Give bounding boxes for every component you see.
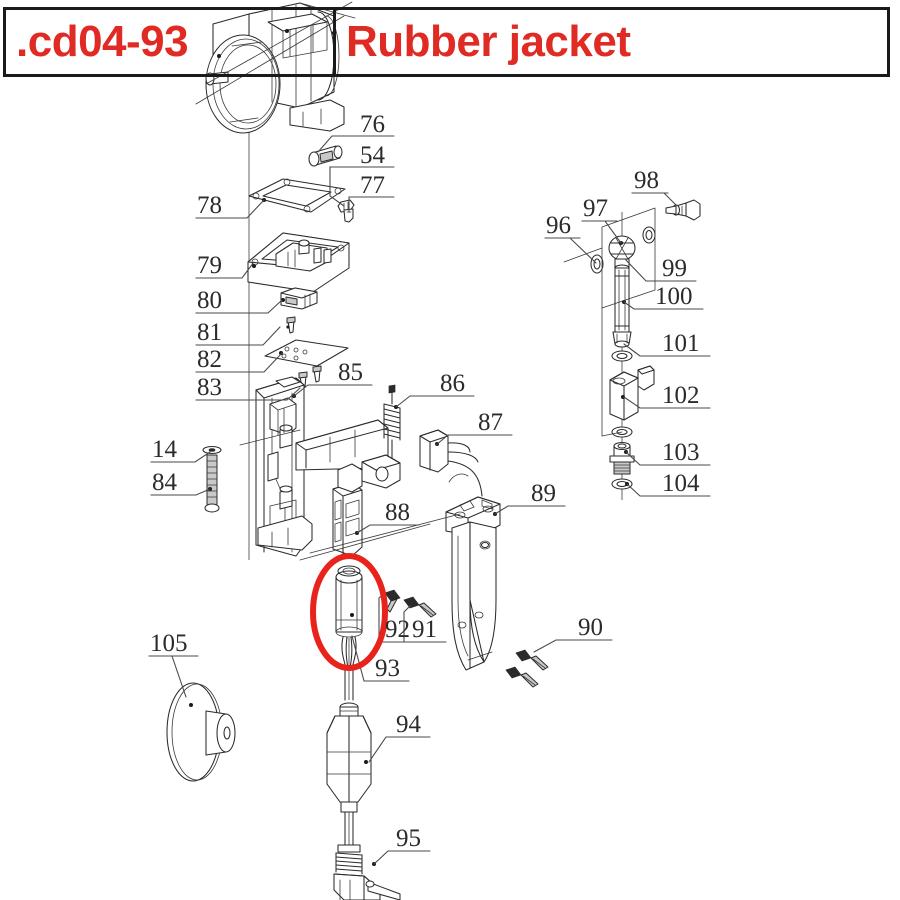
callout-number-102: 102 (662, 382, 700, 409)
motor-housing-assembly (195, 1, 356, 134)
part-99-seal-washer-b (642, 226, 656, 244)
callout-number-90: 90 (578, 614, 603, 641)
part-76-cable-bushing (308, 145, 343, 167)
callout-number-93: 93 (375, 655, 400, 682)
leader-line-87 (435, 434, 477, 446)
callout-number-95: 95 (396, 825, 421, 852)
callout-number-105: 105 (150, 630, 188, 657)
callout-number-104: 104 (662, 470, 700, 497)
leader-line-98 (631, 192, 677, 206)
leader-line-104 (626, 483, 662, 497)
projection-lines (563, 207, 656, 437)
leader-line-95 (373, 850, 396, 865)
callout-number-85: 85 (338, 359, 363, 386)
part-90-screw-pair (505, 649, 549, 688)
part-screw-lower (312, 365, 322, 383)
leader-line-102 (623, 396, 662, 409)
callout-number-101: 101 (662, 330, 700, 357)
callout-number-92: 92 (385, 616, 410, 643)
leader-line-76 (317, 135, 357, 153)
washer-below-101 (611, 350, 633, 362)
callout-number-103: 103 (662, 439, 700, 466)
leader-line-86 (395, 395, 439, 408)
leader-line-90 (533, 639, 577, 653)
leader-line-100 (623, 301, 655, 310)
callout-number-89: 89 (531, 480, 556, 507)
leader-line-77 (348, 196, 357, 213)
callout-number-91: 91 (412, 616, 437, 643)
part-85-handle-housing-left (255, 376, 389, 557)
part-101-collar-nut (612, 331, 632, 348)
callout-number-78: 78 (197, 192, 222, 219)
callout-number-79: 79 (197, 252, 222, 279)
callout-number-76: 76 (360, 111, 385, 138)
part-100-valve-stem (614, 267, 630, 333)
part-14-flat-washer (202, 445, 222, 455)
callout-number-54: 54 (360, 142, 385, 169)
callout-number-88: 88 (385, 499, 410, 526)
part-94-cord-grip-body (326, 702, 372, 846)
part-97-tee-fitting (608, 235, 636, 272)
leader-line-94 (368, 736, 396, 763)
callout-number-83: 83 (197, 374, 222, 401)
part-79-electronics-housing (247, 232, 350, 293)
callout-number-97: 97 (583, 195, 608, 222)
leader-line-54 (329, 166, 357, 207)
part-88-switch-module (332, 454, 401, 557)
part-80-terminal-block (280, 287, 318, 310)
callout-number-96: 96 (546, 212, 571, 239)
callout-number-99: 99 (662, 255, 687, 282)
part-93-rubber-jacket (335, 565, 363, 701)
leader-line-88 (356, 524, 385, 534)
part-91-screw-b (403, 596, 437, 618)
leader-line-99 (624, 258, 662, 282)
callout-number-98: 98 (634, 167, 659, 194)
part-87-switch-connector (419, 429, 483, 497)
callout-number-100: 100 (655, 283, 693, 310)
callout-number-14: 14 (152, 436, 177, 463)
part-95-mains-plug (333, 844, 401, 900)
part-102-valve-body (609, 365, 655, 421)
leader-line-93 (351, 635, 375, 682)
highlight-ellipse-part-93 (310, 553, 388, 671)
callout-number-87: 87 (478, 409, 503, 436)
part-89-handle-housing-right (445, 473, 501, 671)
callout-number-84: 84 (152, 469, 177, 496)
part-103-threaded-bushing (609, 441, 635, 475)
part-81-screw-small (286, 316, 296, 334)
part-82-pcb-plate (264, 339, 349, 367)
part-96-seal-washer-a (590, 254, 604, 274)
callout-number-80: 80 (197, 287, 222, 314)
callout-number-94: 94 (396, 711, 421, 738)
callout-number-86: 86 (440, 370, 465, 397)
callout-number-82: 82 (197, 346, 222, 373)
leader-line-101 (623, 343, 662, 357)
part-92-screw-a (384, 589, 401, 613)
leader-line-85 (293, 384, 338, 397)
part-98-valve-bolt (665, 199, 701, 221)
callout-number-81: 81 (197, 319, 222, 346)
leader-line-103 (625, 451, 662, 466)
part-105-end-cap-disc (166, 682, 236, 782)
callout-number-77: 77 (360, 172, 385, 199)
part-84-long-screw (204, 454, 220, 513)
part-78-cover-gasket (248, 178, 346, 213)
guide-lines (239, 429, 461, 561)
callout-leader-lines (148, 135, 711, 865)
leader-line-89 (494, 505, 530, 515)
part-104-seal-washer-c (611, 478, 633, 490)
